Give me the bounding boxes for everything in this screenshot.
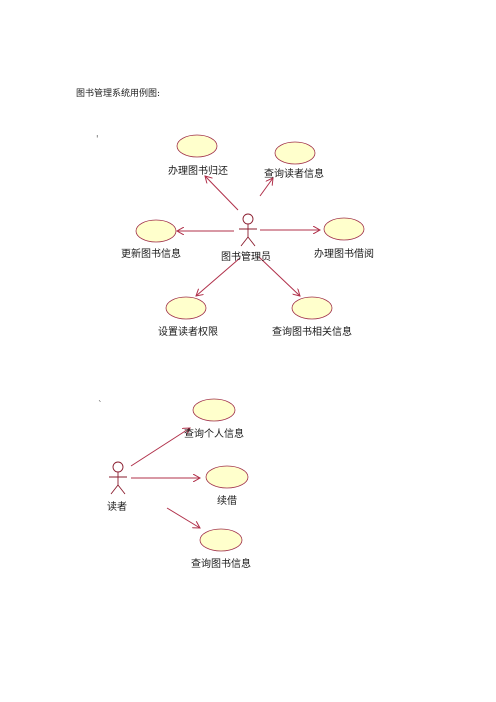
use-case-query-book-related-ellipse [291, 296, 333, 320]
use-case-query-book-related-label: 查询图书相关信息 [272, 325, 352, 338]
use-case-borrow-label: 办理图书借阅 [314, 247, 374, 260]
reader-associations [130, 428, 200, 528]
actor-librarian-label: 图书管理员 [221, 250, 271, 263]
use-case-renew-ellipse [205, 465, 249, 489]
stray-mark: ' [96, 135, 98, 145]
association-query-book [166, 507, 200, 528]
use-case-query-personal-ellipse [192, 398, 236, 422]
actor-librarian-icon [239, 213, 257, 247]
actor-reader-icon [109, 461, 127, 495]
document-heading: 图书管理系统用例图: [76, 89, 161, 99]
reader-diagram: ` 查询个人信息 续借 查询图书信息 读者 [98, 398, 251, 570]
use-case-renew-label: 续借 [217, 494, 237, 507]
use-case-update-book-ellipse [135, 219, 177, 243]
use-case-set-permission-label: 设置读者权限 [158, 325, 218, 338]
association-query-book-related [258, 256, 300, 296]
use-case-query-reader-label: 查询读者信息 [264, 167, 324, 180]
stray-mark: ` [98, 400, 103, 411]
librarian-associations [177, 176, 320, 296]
actor-reader-label: 读者 [107, 500, 127, 513]
use-case-update-book-label: 更新图书信息 [121, 247, 181, 260]
use-case-borrow-ellipse [323, 217, 365, 241]
use-case-set-permission-ellipse [165, 296, 207, 320]
use-case-return-ellipse [176, 134, 218, 158]
use-case-query-reader-ellipse [274, 141, 316, 165]
association-query-reader [259, 178, 273, 197]
librarian-diagram: ' 办理图书归还 查询读者信息 更新图书信息 办理图书借阅 设置读者权限 [96, 134, 374, 338]
association-set-permission [196, 257, 241, 296]
use-case-return-label: 办理图书归还 [168, 164, 228, 177]
association-return [205, 176, 239, 211]
use-case-query-book-ellipse [199, 528, 243, 552]
association-query-personal [130, 428, 190, 467]
use-case-query-personal-label: 查询个人信息 [184, 427, 244, 440]
use-case-query-book-label: 查询图书信息 [191, 557, 251, 570]
